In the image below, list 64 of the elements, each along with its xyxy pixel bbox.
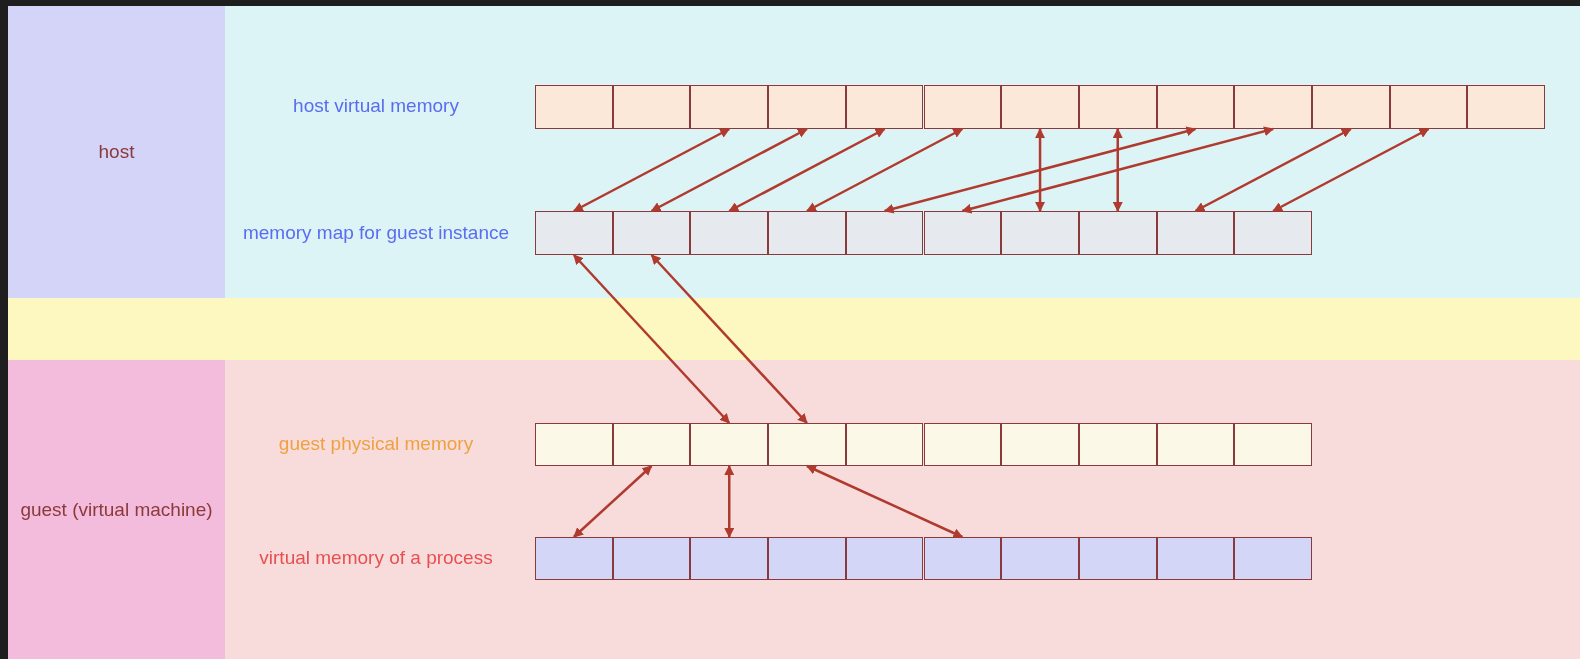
row-label: memory map for guest instance (242, 222, 510, 244)
memory-cell (1234, 537, 1312, 580)
memory-cell (612, 537, 691, 580)
arrow (573, 465, 653, 538)
memory-cell (1156, 85, 1235, 129)
memory-cell (1312, 85, 1390, 129)
arrow (961, 126, 1275, 214)
memory-cell (1078, 211, 1157, 255)
memory-cell (690, 85, 769, 129)
arrow (1272, 127, 1430, 213)
memory-cell (1234, 423, 1312, 466)
memory-cell (535, 211, 613, 255)
memory-cell (1467, 85, 1546, 129)
memory-cell (690, 537, 769, 580)
memory-cell (1156, 211, 1235, 255)
memory-cell (845, 537, 924, 580)
memory-cell (768, 537, 846, 580)
memory-cell (923, 537, 1002, 580)
arrow (572, 254, 731, 424)
memory-cell (535, 423, 613, 466)
arrow (650, 254, 808, 424)
memory-cell (768, 211, 846, 255)
arrow (1112, 128, 1123, 212)
memory-cell (1389, 85, 1468, 129)
row-label: virtual memory of a process (259, 547, 493, 569)
memory-cell (923, 85, 1002, 129)
memory-cell (1156, 537, 1235, 580)
memory-cell (535, 537, 613, 580)
region-label-panel: guest (virtual machine) (8, 360, 225, 659)
row-label: guest physical memory (278, 433, 474, 455)
memory-cell (923, 211, 1002, 255)
memory-cell (768, 423, 846, 466)
memory-cell (1001, 423, 1079, 466)
arrow (806, 127, 964, 213)
memory-cell (768, 85, 846, 129)
memory-cell (690, 423, 769, 466)
memory-cell (845, 85, 924, 129)
arrow (650, 127, 808, 213)
arrow (728, 127, 886, 213)
memory-cell (1001, 211, 1079, 255)
memory-cell (923, 423, 1002, 466)
memory-cell (1078, 537, 1157, 580)
arrow (1194, 127, 1352, 213)
arrow (883, 126, 1197, 214)
arrow (724, 465, 735, 538)
arrow (1035, 128, 1046, 212)
memory-cell (1156, 423, 1235, 466)
region-label-panel: host (8, 6, 225, 298)
memory-cell (1078, 85, 1157, 129)
memory-cell (535, 85, 613, 129)
memory-cell (1001, 537, 1079, 580)
memory-cell (1234, 85, 1312, 129)
row-label: host virtual memory (293, 95, 459, 117)
memory-cell (612, 423, 691, 466)
arrow (572, 127, 731, 213)
memory-cell (845, 211, 924, 255)
memory-cell (845, 423, 924, 466)
memory-cell (612, 85, 691, 129)
memory-cell (612, 211, 691, 255)
memory-cell (690, 211, 769, 255)
arrow (806, 464, 964, 539)
memory-cell (1234, 211, 1312, 255)
memory-cell (1001, 85, 1079, 129)
memory-cell (1078, 423, 1157, 466)
